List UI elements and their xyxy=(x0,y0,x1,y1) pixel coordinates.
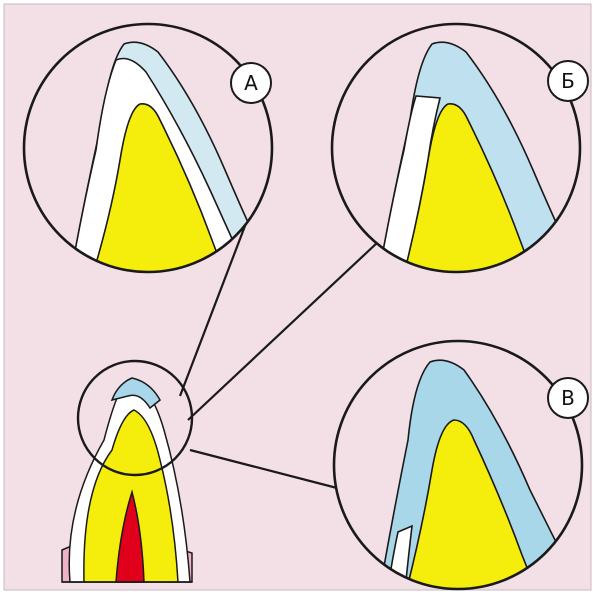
label-v: В xyxy=(548,378,588,418)
label-b: Б xyxy=(548,61,588,101)
label-a-text: А xyxy=(244,71,258,95)
label-v-text: В xyxy=(561,386,575,410)
label-b-text: Б xyxy=(561,69,575,93)
label-a: А xyxy=(231,63,271,103)
